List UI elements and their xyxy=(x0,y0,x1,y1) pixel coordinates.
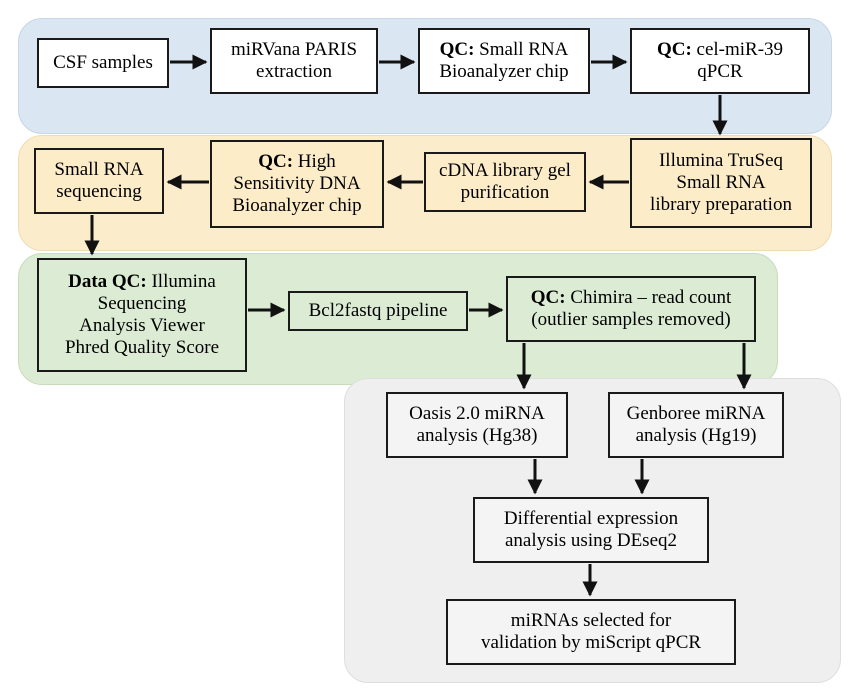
small-rna-sequencing-node: Small RNA sequencing xyxy=(34,148,164,214)
deseq-line-1: analysis using DEseq2 xyxy=(504,530,678,551)
qc-hs-dna-line-1: Sensitivity DNA xyxy=(233,173,361,194)
seq-line-0: Small RNA xyxy=(54,159,144,180)
chimira-node: QC: Chimira – read count (outlier sample… xyxy=(506,276,756,342)
mirnas-selected-node: miRNAs selected for validation by miScri… xyxy=(446,599,736,665)
data-qc-bold: Data QC: xyxy=(68,271,147,292)
cdna-line-1: purification xyxy=(460,182,550,203)
oasis-line-0: Oasis 2.0 miRNA xyxy=(409,403,545,424)
bcl2fastq-node: Bcl2fastq pipeline xyxy=(288,291,468,331)
mirvana-line-0: miRVana PARIS xyxy=(230,39,358,60)
truseq-line-0: Illumina TruSeq xyxy=(658,150,784,171)
qc-bioanalyzer-node: QC: Small RNA Bioanalyzer chip xyxy=(418,28,590,94)
truseq-line-2: library preparation xyxy=(650,194,792,215)
data-qc-line-1: Sequencing xyxy=(97,293,187,314)
qc-celmir-node: QC: cel-miR-39 qPCR xyxy=(630,28,810,94)
selected-line-0: miRNAs selected for xyxy=(510,610,672,631)
mirvana-extraction-node: miRVana PARIS extraction xyxy=(210,28,378,94)
truseq-line-1: Small RNA xyxy=(676,172,766,193)
chimira-line-1: (outlier samples removed) xyxy=(531,309,731,330)
data-qc-node: Data QC: Illumina Sequencing Analysis Vi… xyxy=(37,258,247,372)
csf-samples-node: CSF samples xyxy=(37,38,169,88)
qc-bioanalyzer-line-1: Bioanalyzer chip xyxy=(439,61,569,82)
csf-samples-line-0: CSF samples xyxy=(53,52,153,73)
bcl2fastq-line-0: Bcl2fastq pipeline xyxy=(308,300,448,321)
genboree-line-1: analysis (Hg19) xyxy=(635,425,757,446)
qc-celmir-bold: QC: xyxy=(656,39,692,60)
truseq-node: Illumina TruSeq Small RNA library prepar… xyxy=(630,138,812,228)
deseq-line-0: Differential expression xyxy=(503,508,679,529)
deseq-node: Differential expression analysis using D… xyxy=(473,497,709,563)
cdna-line-0: cDNA library gel xyxy=(439,160,571,181)
qc-hs-dna-bold: QC: xyxy=(258,151,294,172)
qc-bioanalyzer-line-0: Small RNA xyxy=(474,39,569,60)
qc-bioanalyzer-bold: QC: xyxy=(439,39,475,60)
mirvana-line-1: extraction xyxy=(256,61,332,82)
qc-hs-dna-line-2: Bioanalyzer chip xyxy=(232,195,362,216)
cdna-purification-node: cDNA library gel purification xyxy=(424,152,586,212)
oasis-line-1: analysis (Hg38) xyxy=(416,425,538,446)
chimira-line-0: Chimira – read count xyxy=(565,287,732,308)
data-qc-line-0: Illumina xyxy=(146,271,216,292)
selected-line-1: validation by miScript qPCR xyxy=(480,632,702,653)
seq-line-1: sequencing xyxy=(56,181,142,202)
oasis-node: Oasis 2.0 miRNA analysis (Hg38) xyxy=(386,392,568,458)
qc-celmir-line-0: cel-miR-39 xyxy=(691,39,784,60)
qc-hs-dna-node: QC: High Sensitivity DNA Bioanalyzer chi… xyxy=(210,140,384,228)
data-qc-line-2: Analysis Viewer xyxy=(79,315,205,336)
qc-hs-dna-line-0: High xyxy=(293,151,336,172)
qc-celmir-line-1: qPCR xyxy=(697,61,743,82)
chimira-bold: QC: xyxy=(530,287,566,308)
genboree-line-0: Genboree miRNA xyxy=(626,403,766,424)
genboree-node: Genboree miRNA analysis (Hg19) xyxy=(608,392,784,458)
data-qc-line-3: Phred Quality Score xyxy=(64,337,220,358)
